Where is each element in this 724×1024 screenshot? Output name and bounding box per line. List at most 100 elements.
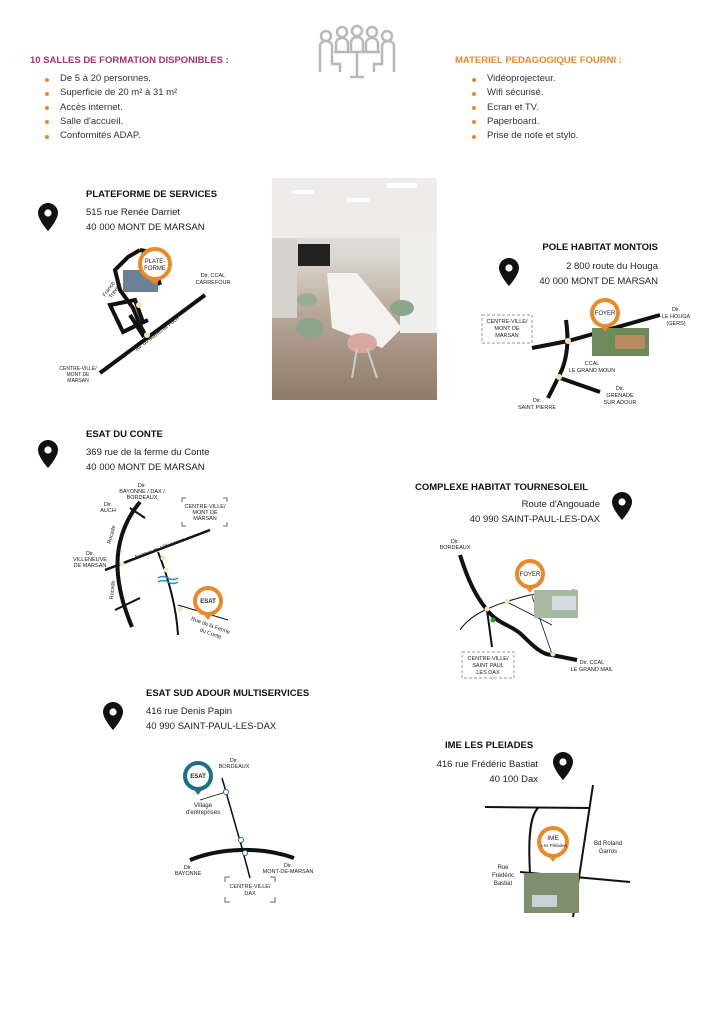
map-label: LE GRAND MAIL <box>571 667 613 673</box>
location-pin-icon <box>612 492 632 520</box>
map-label: Village <box>194 803 213 809</box>
site-title: PLATEFORME DE SERVICES <box>86 189 218 200</box>
site-address: 416 rue Denis Papin 40 990 SAINT-PAUL-LE… <box>146 705 276 734</box>
map-label: BORDEAUX <box>440 545 471 551</box>
map-label: Dir. <box>230 758 239 764</box>
map-label: FOYER <box>520 572 541 578</box>
map-label: IME <box>547 835 559 842</box>
map-label: Garros <box>599 849 617 855</box>
map-label: CENTRE-VILLE/ <box>468 656 509 662</box>
map-label: CENTRE-VILLE/ <box>185 504 226 510</box>
list-item: Paperboard. <box>470 115 578 129</box>
map-label: MONT DE <box>67 372 91 378</box>
address-line: 40 990 SAINT-PAUL-LES-DAX <box>469 513 600 525</box>
map-esat-conte: ESAT Dir.BAYONNE / DAX /BORDEAUX Dir.AUC… <box>73 483 231 640</box>
map-label: Dir. <box>672 307 681 313</box>
equipment-heading: MATERIEL PEDAGOGIQUE FOURNI : <box>455 55 622 66</box>
site-title: ESAT SUD ADOUR MULTISERVICES <box>146 688 310 699</box>
map-label: GRENADE <box>606 393 634 399</box>
list-item: Ecran et TV. <box>470 101 578 115</box>
site-address: Route d'Angouade 40 990 SAINT-PAUL-LES-D… <box>470 498 600 527</box>
list-item: Salle d'accueil. <box>43 115 177 129</box>
map-label: Dir. <box>138 483 147 489</box>
list-item: Vidéoprojecteur. <box>470 72 578 86</box>
map-label: CCAL <box>585 361 600 367</box>
plateforme-pin-icon: PLATE- FORME <box>138 247 172 285</box>
address-line: 40 000 MONT DE MARSAN <box>86 221 205 233</box>
location-pin-icon <box>553 752 573 780</box>
map-label: DAX <box>244 891 256 897</box>
map-label: MONT-DE-MARSAN <box>263 869 314 875</box>
map-label: SUR ADOUR <box>604 400 637 406</box>
map-label: MARSAN <box>193 516 217 522</box>
location-pin-icon <box>38 203 58 231</box>
map-label: MONT DE <box>494 326 520 332</box>
map-label: FORME <box>144 266 166 272</box>
site-address: 416 rue Frédéric Bastiat 40 100 Dax <box>437 758 538 787</box>
map-label: Dir. <box>616 386 625 392</box>
meeting-room-icon <box>312 22 402 82</box>
map-label: BAYONNE <box>175 871 202 877</box>
rooms-heading: 10 SALLES DE FORMATION DISPONIBLES : <box>30 55 229 66</box>
list-item: Conformités ADAP. <box>43 129 177 143</box>
map-label: LE HOUGA <box>662 314 691 320</box>
map-label: BAYONNE / DAX / <box>119 489 165 495</box>
address-line: 416 rue Denis Papin <box>146 706 233 717</box>
map-label: (GERS) <box>666 321 685 327</box>
address-line: 40 000 MONT DE MARSAN <box>86 461 205 473</box>
address-line: 369 rue de la ferme du Conte <box>86 447 210 458</box>
map-label: Rue <box>497 865 509 871</box>
site-address: 515 rue Renée Darriet 40 000 MONT DE MAR… <box>86 206 205 235</box>
address-line: Route d'Angouade <box>521 499 600 510</box>
address-line: 40 990 SAINT-PAUL-LES-DAX <box>146 720 277 732</box>
map-label: LES DAX <box>476 670 500 676</box>
map-label: MONT DE <box>192 510 218 516</box>
map-label: SAINT PAUL <box>472 663 504 669</box>
map-label: Dir. <box>104 502 113 508</box>
map-label: DE MARSAN <box>74 563 107 569</box>
map-label: Bastiat <box>494 881 513 887</box>
map-label: Rocade <box>107 525 118 545</box>
map-label: BORDEAUX <box>127 495 158 501</box>
map-label: BORDEAUX <box>219 764 250 770</box>
map-label: ESAT <box>190 774 206 780</box>
map-label: Dir. <box>284 863 293 869</box>
location-pin-icon <box>38 440 58 468</box>
location-pin-icon <box>103 702 123 730</box>
map-label: CARREFOUR <box>196 280 231 286</box>
map-label: Dir. CCAL <box>580 660 604 666</box>
map-label: Rocade <box>109 580 117 599</box>
map-label: Dir. <box>86 551 95 557</box>
map-label: MARSAN <box>495 333 519 339</box>
address-line: 40 000 MONT DE MARSAN <box>539 275 658 287</box>
map-label: CENTRE-VILLE/ <box>230 884 271 890</box>
site-address: 2 800 route du Houga 40 000 MONT DE MARS… <box>539 260 658 289</box>
equipment-list: Vidéoprojecteur. Wifi sécurisé. Ecran et… <box>470 72 578 143</box>
site-title: IME LES PLEIADES <box>445 740 534 751</box>
site-title: POLE HABITAT MONTOIS <box>542 242 658 253</box>
map-label: AUCH <box>100 508 116 514</box>
map-label: Dir. <box>184 865 193 871</box>
map-label: PLATE- <box>145 259 166 265</box>
map-label: CENTRE-VILLE/ <box>59 366 97 372</box>
list-item: De 5 à 20 personnes. <box>43 72 177 86</box>
address-line: 416 rue Frédéric Bastiat <box>436 759 538 770</box>
map-label: Dir. <box>533 398 542 404</box>
site-title: COMPLEXE HABITAT TOURNESOLEIL <box>415 482 589 493</box>
map-complexe: FOYER Dir.BORDEAUX CENTRE-VILLE/SAINT PA… <box>440 539 613 679</box>
site-title: ESAT DU CONTE <box>86 429 163 440</box>
map-label: CENTRE-VILLE/ <box>487 319 528 325</box>
list-item: Superficie de 20 m² à 31 m² <box>43 86 177 100</box>
map-label: VILLENEUVE <box>73 557 107 563</box>
map-label: LE GRAND MOUN <box>569 368 615 374</box>
address-line: 515 rue Renée Darriet <box>86 207 180 218</box>
address-line: 2 800 route du Houga <box>566 261 658 272</box>
list-item: Prise de note et stylo. <box>470 129 578 143</box>
map-label: Frédéric <box>492 873 514 879</box>
map-label: MARSAN <box>67 378 89 384</box>
location-pin-icon <box>499 258 519 286</box>
map-label: Dir. CCAL <box>201 273 225 279</box>
